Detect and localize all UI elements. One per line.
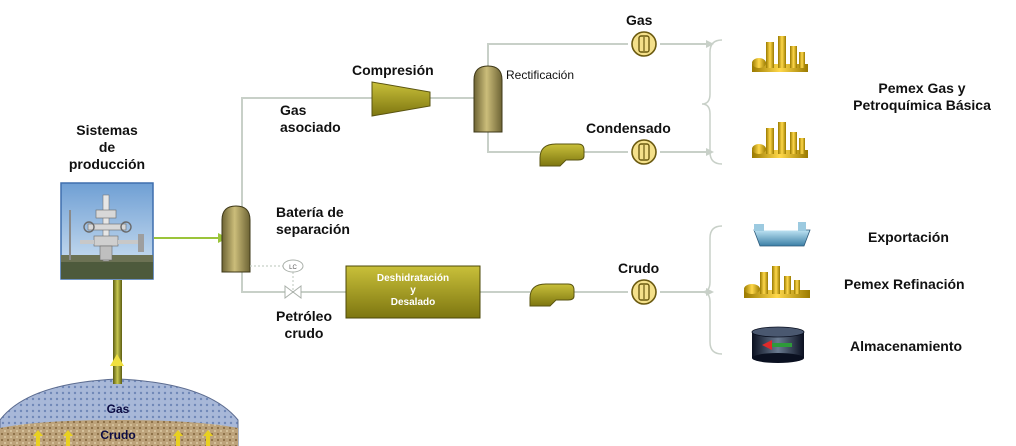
compresion-label: Compresión xyxy=(352,62,434,78)
gas-asociado-label: Gas asociado xyxy=(280,102,341,136)
deshidratacion-line-1: Deshidratación xyxy=(377,273,449,284)
condensado-line xyxy=(487,132,540,153)
exportacion-label: Exportación xyxy=(868,229,949,245)
wellhead-photo-icon xyxy=(60,182,154,280)
bateria-line-1: Batería de xyxy=(276,204,344,220)
meter-gas-icon xyxy=(631,31,657,57)
storage-tank-icon xyxy=(751,326,805,363)
pemex-gas-line-2: Petroquímica Básica xyxy=(853,97,991,113)
sistemas-line-3: producción xyxy=(68,156,146,172)
petroleo-label: Petróleo crudo xyxy=(262,308,346,342)
ship-icon xyxy=(753,222,811,247)
gas-asociado-line-1: Gas xyxy=(280,102,307,118)
reservoir-gas-label: Gas xyxy=(107,402,130,416)
output-brackets xyxy=(701,39,723,355)
deshidratacion-box: Deshidratación y Desalado xyxy=(345,265,481,319)
condensado-label: Condensado xyxy=(586,120,671,136)
pemex-refinacion-label: Pemex Refinación xyxy=(844,276,965,292)
pemex-gas-line-1: Pemex Gas y xyxy=(878,80,966,96)
petroleo-line-1: Petróleo xyxy=(275,308,332,324)
feed-line xyxy=(154,233,228,243)
petroleo-line-2: crudo xyxy=(284,325,324,341)
control-valve-icon xyxy=(284,285,302,299)
sistemas-line-2: de xyxy=(98,139,116,155)
separator-vessel-icon xyxy=(221,205,251,273)
oil-arrows-icon xyxy=(33,430,213,446)
pump-condensado-icon xyxy=(539,143,585,167)
reservoir xyxy=(0,378,239,446)
bateria-label: Batería de separación xyxy=(276,204,350,238)
bateria-line-2: separación xyxy=(276,221,350,237)
lc-instrument-icon xyxy=(282,259,304,273)
arrow-crudo-icon xyxy=(706,288,714,296)
gas-line xyxy=(487,43,628,68)
crude-output-bracket xyxy=(701,225,723,355)
sistemas-label: Sistemas de producción xyxy=(48,122,166,173)
pemex-gas-label: Pemex Gas y Petroquímica Básica xyxy=(828,80,1016,114)
lc-label: LC xyxy=(289,265,297,271)
gas-label: Gas xyxy=(626,12,653,28)
gas-asociado-line-2: asociado xyxy=(280,119,341,135)
arrow-gas-icon xyxy=(706,40,714,48)
tank-red-arrow-icon xyxy=(762,340,772,350)
process-lines xyxy=(241,43,706,293)
refinery-icon-2 xyxy=(752,122,808,158)
refinery-icon-3 xyxy=(744,266,810,298)
almacenamiento-label: Almacenamiento xyxy=(850,338,963,354)
well-pipe xyxy=(113,280,122,384)
gas-asociado-line xyxy=(241,97,372,208)
rectifier-vessel-icon xyxy=(473,65,503,133)
pump-crudo-icon xyxy=(529,283,575,307)
deshidratacion-line-3: Desalado xyxy=(391,297,435,308)
gas-output-bracket xyxy=(701,39,723,165)
petroleo-line xyxy=(241,272,346,293)
meter-crudo-icon xyxy=(631,279,657,305)
level-controller: LC xyxy=(250,259,304,299)
reservoir-crudo-label: Crudo xyxy=(100,428,135,442)
rectificacion-label: Rectificación xyxy=(506,68,575,82)
sistemas-line-1: Sistemas xyxy=(76,122,138,138)
deshidratacion-line-2: y xyxy=(410,285,416,296)
compressor-icon xyxy=(371,81,431,117)
crudo-label: Crudo xyxy=(618,260,660,276)
refinery-icon xyxy=(752,36,808,72)
meter-condensado-icon xyxy=(631,139,657,165)
well-flow-arrow-icon xyxy=(110,354,124,366)
